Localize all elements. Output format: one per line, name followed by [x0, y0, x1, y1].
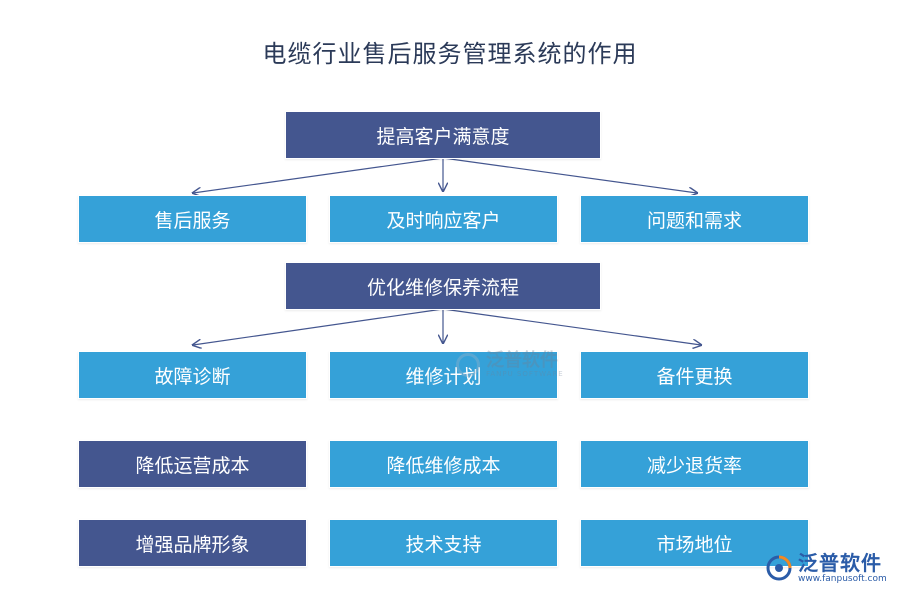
- diagram-title: 电缆行业售后服务管理系统的作用: [262, 40, 638, 68]
- header-optimize-maintenance: 优化维修保养流程: [285, 262, 601, 310]
- brand-logo: 泛普软件 www.fanpusoft.com: [764, 552, 887, 584]
- node-reduce-return-rate: 减少退货率: [580, 440, 809, 488]
- brand-url: www.fanpusoft.com: [798, 574, 887, 584]
- arrow-to-parts: [442, 308, 701, 345]
- node-parts-replacement: 备件更换: [580, 351, 809, 399]
- node-brand-image: 增强品牌形象: [78, 519, 307, 567]
- watermark-subtext: FANPU SOFTWARE: [486, 370, 564, 378]
- node-after-sales: 售后服务: [78, 195, 307, 243]
- node-reduce-repair-cost: 降低维修成本: [329, 440, 558, 488]
- brand-name: 泛普软件: [798, 551, 882, 575]
- arrow-to-after-sales: [193, 157, 444, 193]
- arrow-to-issues: [442, 157, 697, 193]
- node-repair-plan: 维修计划: [329, 351, 558, 399]
- brand-logo-icon: [764, 553, 794, 583]
- node-response: 及时响应客户: [329, 195, 558, 243]
- header-customer-satisfaction: 提高客户满意度: [285, 111, 601, 159]
- watermark-text: 泛普软件: [486, 350, 558, 371]
- watermark-logo-icon: [456, 353, 480, 377]
- node-issues-needs: 问题和需求: [580, 195, 809, 243]
- node-fault-diagnosis: 故障诊断: [78, 351, 307, 399]
- arrow-to-diagnosis: [193, 308, 444, 345]
- node-tech-support: 技术支持: [329, 519, 558, 567]
- watermark: 泛普软件 FANPU SOFTWARE: [456, 352, 564, 378]
- node-reduce-operating-cost: 降低运营成本: [78, 440, 307, 488]
